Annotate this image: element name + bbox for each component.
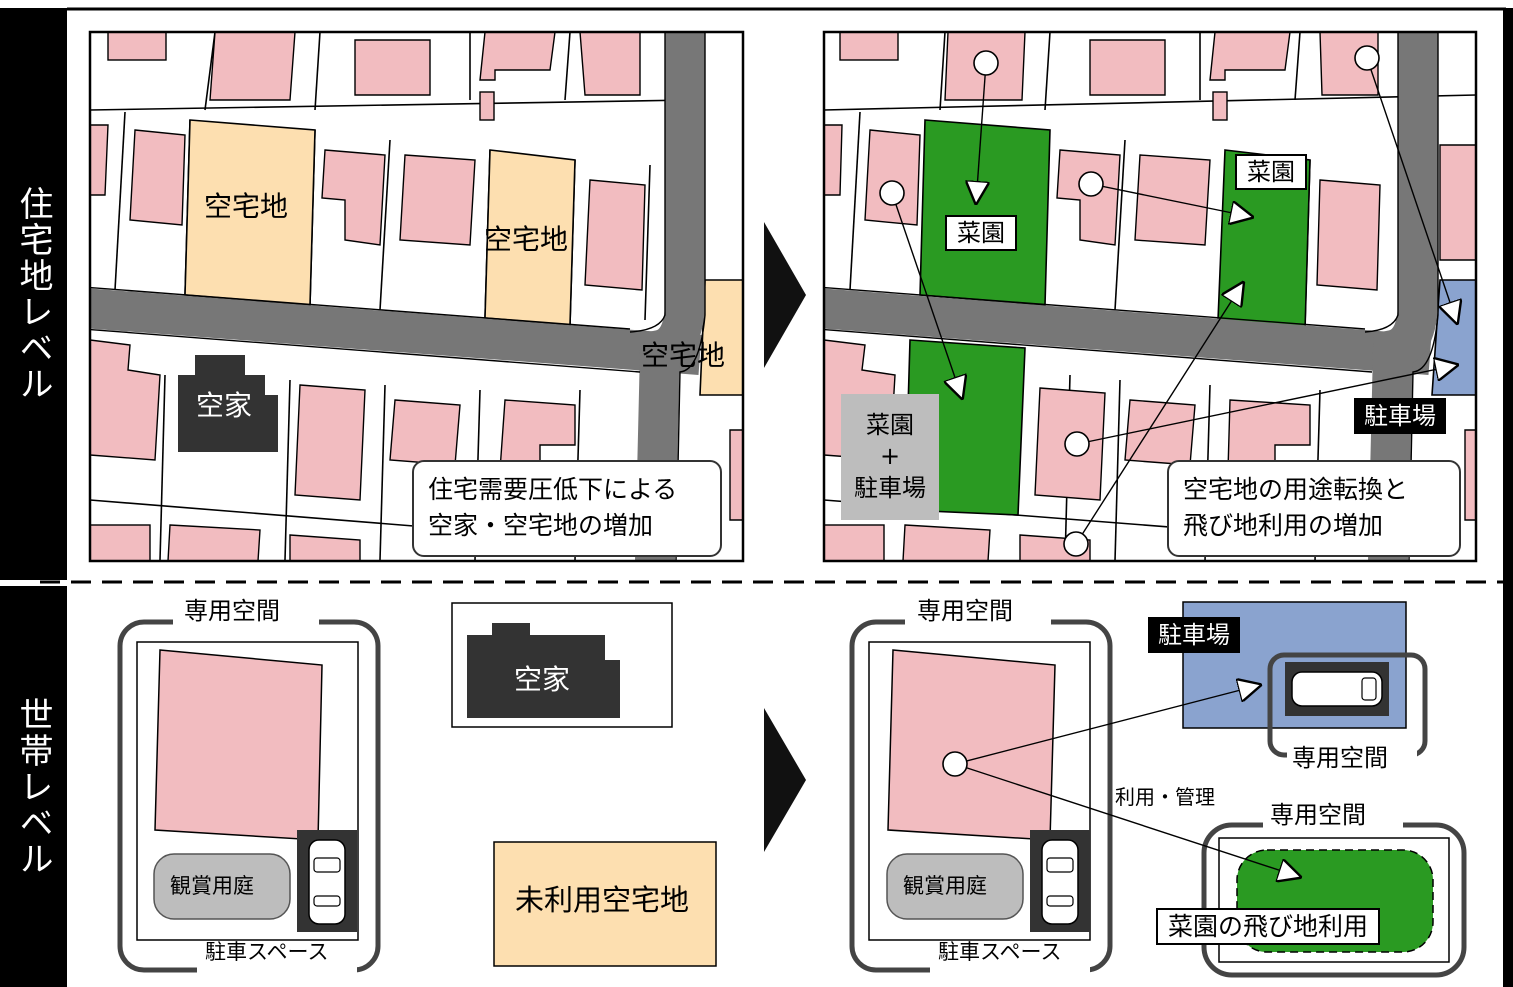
vacant-house-label: 空家 <box>196 389 253 422</box>
remote-parking-label: 駐車場 <box>1148 617 1240 653</box>
vacant-lot-label: 空宅地 <box>484 223 569 256</box>
garden-parking-line: 菜園 <box>866 411 914 440</box>
vacant-lot-label: 空宅地 <box>641 339 726 372</box>
garden-label: 菜園 <box>1235 154 1307 190</box>
residential-level-label: 住宅地レベル <box>13 186 53 402</box>
vacant-lot-shape <box>699 279 743 396</box>
parking-space-label: 駐車スペース <box>938 940 1062 964</box>
private-space-label: 専用空間 <box>1270 801 1366 829</box>
caption-before: 住宅需要圧低下による 空家・空宅地の増加 <box>412 460 722 557</box>
caption-line: 住宅需要圧低下による <box>428 475 678 504</box>
remote-garden-label: 菜園の飛び地利用 <box>1156 908 1381 945</box>
private-space-label: 専用空間 <box>917 597 1013 625</box>
ornamental-garden-label: 観賞用庭 <box>170 874 254 898</box>
house-shape <box>154 649 323 841</box>
household-level-label: 世帯レベル <box>13 696 53 877</box>
caption-line: 空家・空宅地の増加 <box>428 511 654 541</box>
map-before-frame <box>88 30 745 563</box>
use-manage-label: 利用・管理 <box>1115 785 1215 809</box>
caption-line: 飛び地利用の増加 <box>1183 511 1384 541</box>
map-after-frame <box>822 30 1478 563</box>
caption-line: 空宅地の用途転換と <box>1183 475 1409 504</box>
vacant-house-label: 空家 <box>514 663 571 696</box>
ornamental-garden-label: 観賞用庭 <box>903 874 987 898</box>
household-level-bar <box>0 586 67 987</box>
transition-arrow-bottom <box>764 708 806 852</box>
residential-level-bar <box>0 8 67 580</box>
map-before <box>90 32 743 561</box>
vacant-house-shape <box>467 623 620 718</box>
road-vertical <box>635 32 705 561</box>
transition-arrow-top <box>764 222 806 368</box>
car-icon <box>308 839 346 925</box>
car-icon <box>1041 839 1079 925</box>
unused-lot-shape <box>493 841 717 967</box>
vacant-lot-label: 空宅地 <box>204 190 289 223</box>
garden-parking-line: 駐車場 <box>854 473 926 502</box>
ornamental-garden-shape <box>153 853 291 920</box>
private-space-label: 専用空間 <box>184 597 280 625</box>
garden-label: 菜園 <box>945 215 1017 251</box>
road-horizontal <box>90 288 702 375</box>
right-border <box>1503 8 1513 987</box>
garden-parking-tag: 菜園 + 駐車場 <box>841 394 939 520</box>
private-space-label: 専用空間 <box>1292 744 1388 772</box>
parking-label: 駐車場 <box>1354 398 1446 434</box>
garden-parking-line: + <box>879 442 901 471</box>
vacant-house-shape <box>178 355 278 452</box>
parking-space-label: 駐車スペース <box>205 940 329 964</box>
garden-lot <box>919 119 1051 306</box>
unused-lot-label: 未利用空宅地 <box>515 883 690 917</box>
caption-after: 空宅地の用途転換と 飛び地利用の増加 <box>1167 460 1461 557</box>
car-icon <box>1291 671 1383 707</box>
